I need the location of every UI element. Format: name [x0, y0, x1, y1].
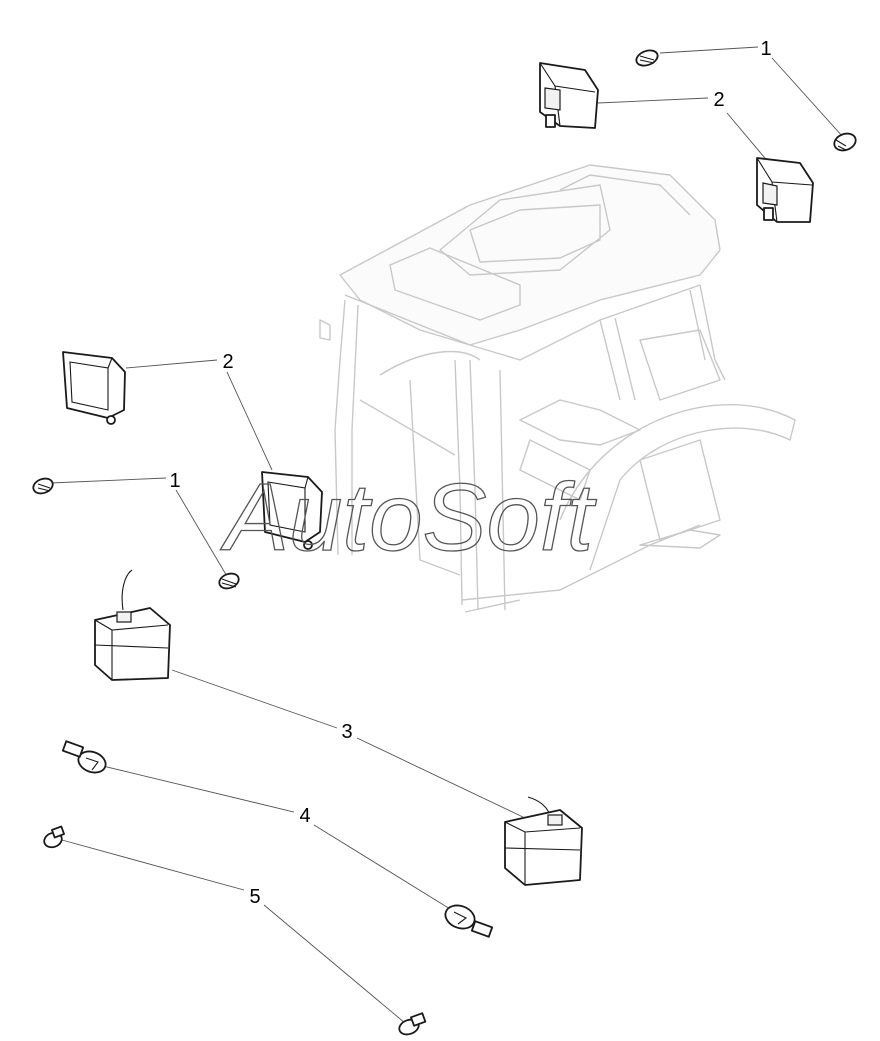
bulb-4-right	[444, 904, 494, 938]
bulb-1-top	[635, 49, 659, 67]
bulb-1-center	[218, 572, 240, 590]
callout-3: 3	[341, 721, 352, 743]
bulb-1-left	[32, 477, 54, 495]
callout-2-left: 2	[222, 351, 233, 373]
bulb-1-right	[833, 132, 857, 152]
tail-lamp-3-left	[94, 569, 171, 681]
tail-lamp-3-right	[504, 796, 583, 886]
work-lamp-2-right	[756, 157, 814, 223]
autosoft-watermark: AutoSoft	[220, 464, 597, 571]
bulb-4-left	[61, 740, 107, 774]
tractor-cab	[319, 164, 796, 613]
work-lamp-2-top	[539, 62, 599, 129]
callout-2-top: 2	[713, 89, 724, 111]
callout-1-top: 1	[760, 38, 771, 60]
work-lamp-2-left	[62, 351, 126, 425]
callout-4: 4	[299, 805, 310, 827]
work-lamp-2-center	[261, 471, 323, 550]
leader-lines	[49, 46, 844, 1024]
callout-1-left: 1	[169, 470, 180, 492]
callout-5: 5	[249, 886, 260, 908]
bulb-5-left	[43, 825, 65, 849]
bulb-5-right	[398, 1012, 427, 1036]
callout-numbers: 1 2 2 1 3 4 5	[169, 38, 771, 908]
